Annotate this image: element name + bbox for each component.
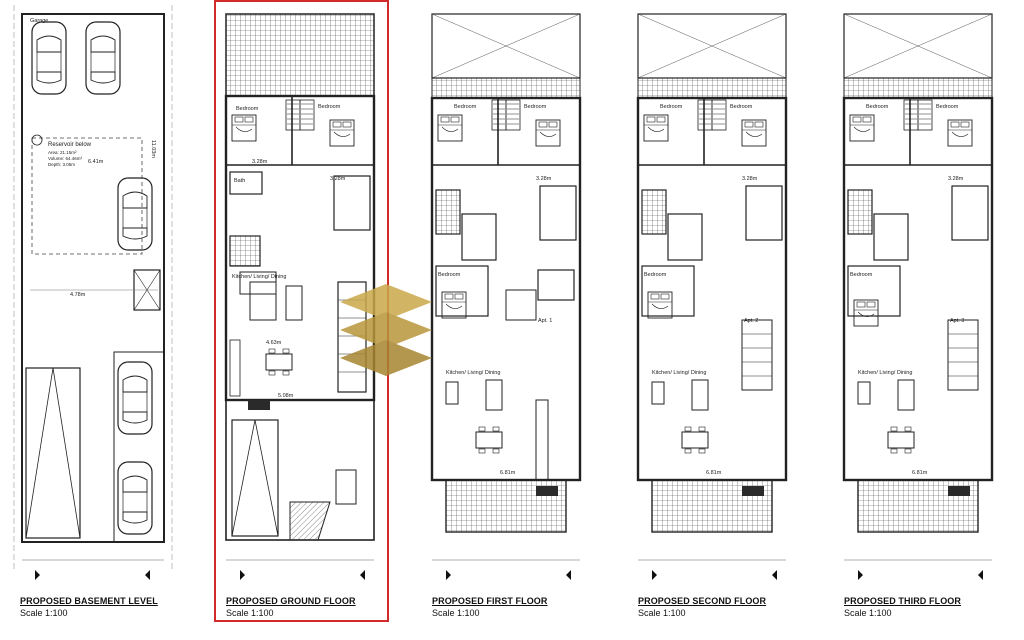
third-dim-b: 6.81m bbox=[912, 470, 928, 476]
first-floor-caption: PROPOSED FIRST FLOOR Scale 1:100 bbox=[432, 596, 548, 618]
basement-garage-label: Garage bbox=[30, 18, 48, 24]
basement-dim-a: 6.41m bbox=[88, 159, 104, 165]
first-apt-label: Apt. 1 bbox=[538, 318, 552, 324]
second-floor-plan bbox=[636, 13, 788, 580]
third-floor-plan bbox=[842, 13, 994, 580]
second-floor-scale: Scale 1:100 bbox=[638, 608, 686, 618]
ground-kitchen-label: Kitchen/ Living/ Dining bbox=[232, 274, 286, 280]
third-kitchen-label: Kitchen/ Living/ Dining bbox=[858, 370, 912, 376]
third-floor-scale: Scale 1:100 bbox=[844, 608, 892, 618]
ground-floor-title: PROPOSED GROUND FLOOR bbox=[226, 596, 356, 606]
third-floor-title: PROPOSED THIRD FLOOR bbox=[844, 596, 962, 606]
ground-bedroom2-label: Bedroom bbox=[318, 104, 341, 110]
first-bedroom2-label: Bedroom bbox=[524, 104, 547, 110]
ground-dim-d: 5.08m bbox=[278, 393, 294, 399]
ground-dim-b: 3.28m bbox=[330, 176, 346, 182]
basement-dim-c: 11.03m bbox=[150, 140, 156, 158]
third-dim-a: 3.28m bbox=[948, 176, 964, 182]
second-bedroom3-label: Bedroom bbox=[644, 272, 667, 278]
second-dim-b: 6.81m bbox=[706, 470, 722, 476]
second-floor-title: PROPOSED SECOND FLOOR bbox=[638, 596, 767, 606]
basement-area-label: Area: 21.15m² bbox=[48, 150, 77, 155]
second-apt-label: Apt. 2 bbox=[744, 318, 758, 324]
second-dim-a: 3.28m bbox=[742, 176, 758, 182]
basement-floor-scale: Scale 1:100 bbox=[20, 608, 68, 618]
basement-plan bbox=[13, 5, 173, 580]
ground-floor-scale: Scale 1:100 bbox=[226, 608, 274, 618]
ground-bath-label: Bath bbox=[234, 178, 245, 184]
first-bedroom1-label: Bedroom bbox=[454, 104, 477, 110]
first-floor-scale: Scale 1:100 bbox=[432, 608, 480, 618]
first-floor-title: PROPOSED FIRST FLOOR bbox=[432, 596, 548, 606]
ground-floor-caption: PROPOSED GROUND FLOOR Scale 1:100 bbox=[226, 596, 356, 618]
second-floor-caption: PROPOSED SECOND FLOOR Scale 1:100 bbox=[638, 596, 766, 618]
basement-dim-b: 4.78m bbox=[70, 292, 86, 298]
basement-floor-title: PROPOSED BASEMENT LEVEL bbox=[20, 596, 158, 606]
basement-reservoir-label: Reservoir below bbox=[48, 142, 92, 148]
basement-floor-caption: PROPOSED BASEMENT LEVEL Scale 1:100 bbox=[20, 596, 158, 618]
third-bedroom2-label: Bedroom bbox=[936, 104, 959, 110]
third-bedroom1-label: Bedroom bbox=[866, 104, 889, 110]
third-floor-caption: PROPOSED THIRD FLOOR Scale 1:100 bbox=[844, 596, 961, 618]
first-floor-plan bbox=[430, 13, 582, 580]
watermark-logo bbox=[340, 284, 432, 376]
ground-dim-a: 3.28m bbox=[252, 159, 268, 165]
first-dim-a: 3.28m bbox=[536, 176, 552, 182]
second-bedroom2-label: Bedroom bbox=[730, 104, 753, 110]
ground-dim-c: 4.63m bbox=[266, 340, 282, 346]
first-dim-b: 6.81m bbox=[500, 470, 516, 476]
first-bedroom3-label: Bedroom bbox=[438, 272, 461, 278]
first-kitchen-label: Kitchen/ Living/ Dining bbox=[446, 370, 500, 376]
ground-bedroom1-label: Bedroom bbox=[236, 106, 259, 112]
second-kitchen-label: Kitchen/ Living/ Dining bbox=[652, 370, 706, 376]
ground-plan bbox=[224, 13, 376, 580]
basement-volume-label: Volume: 64.46m³ bbox=[48, 156, 83, 161]
second-bedroom1-label: Bedroom bbox=[660, 104, 683, 110]
basement-depth-label: Depth: 3.05m bbox=[48, 162, 75, 167]
third-bedroom3-label: Bedroom bbox=[850, 272, 873, 278]
third-apt-label: Apt. 3 bbox=[950, 318, 964, 324]
